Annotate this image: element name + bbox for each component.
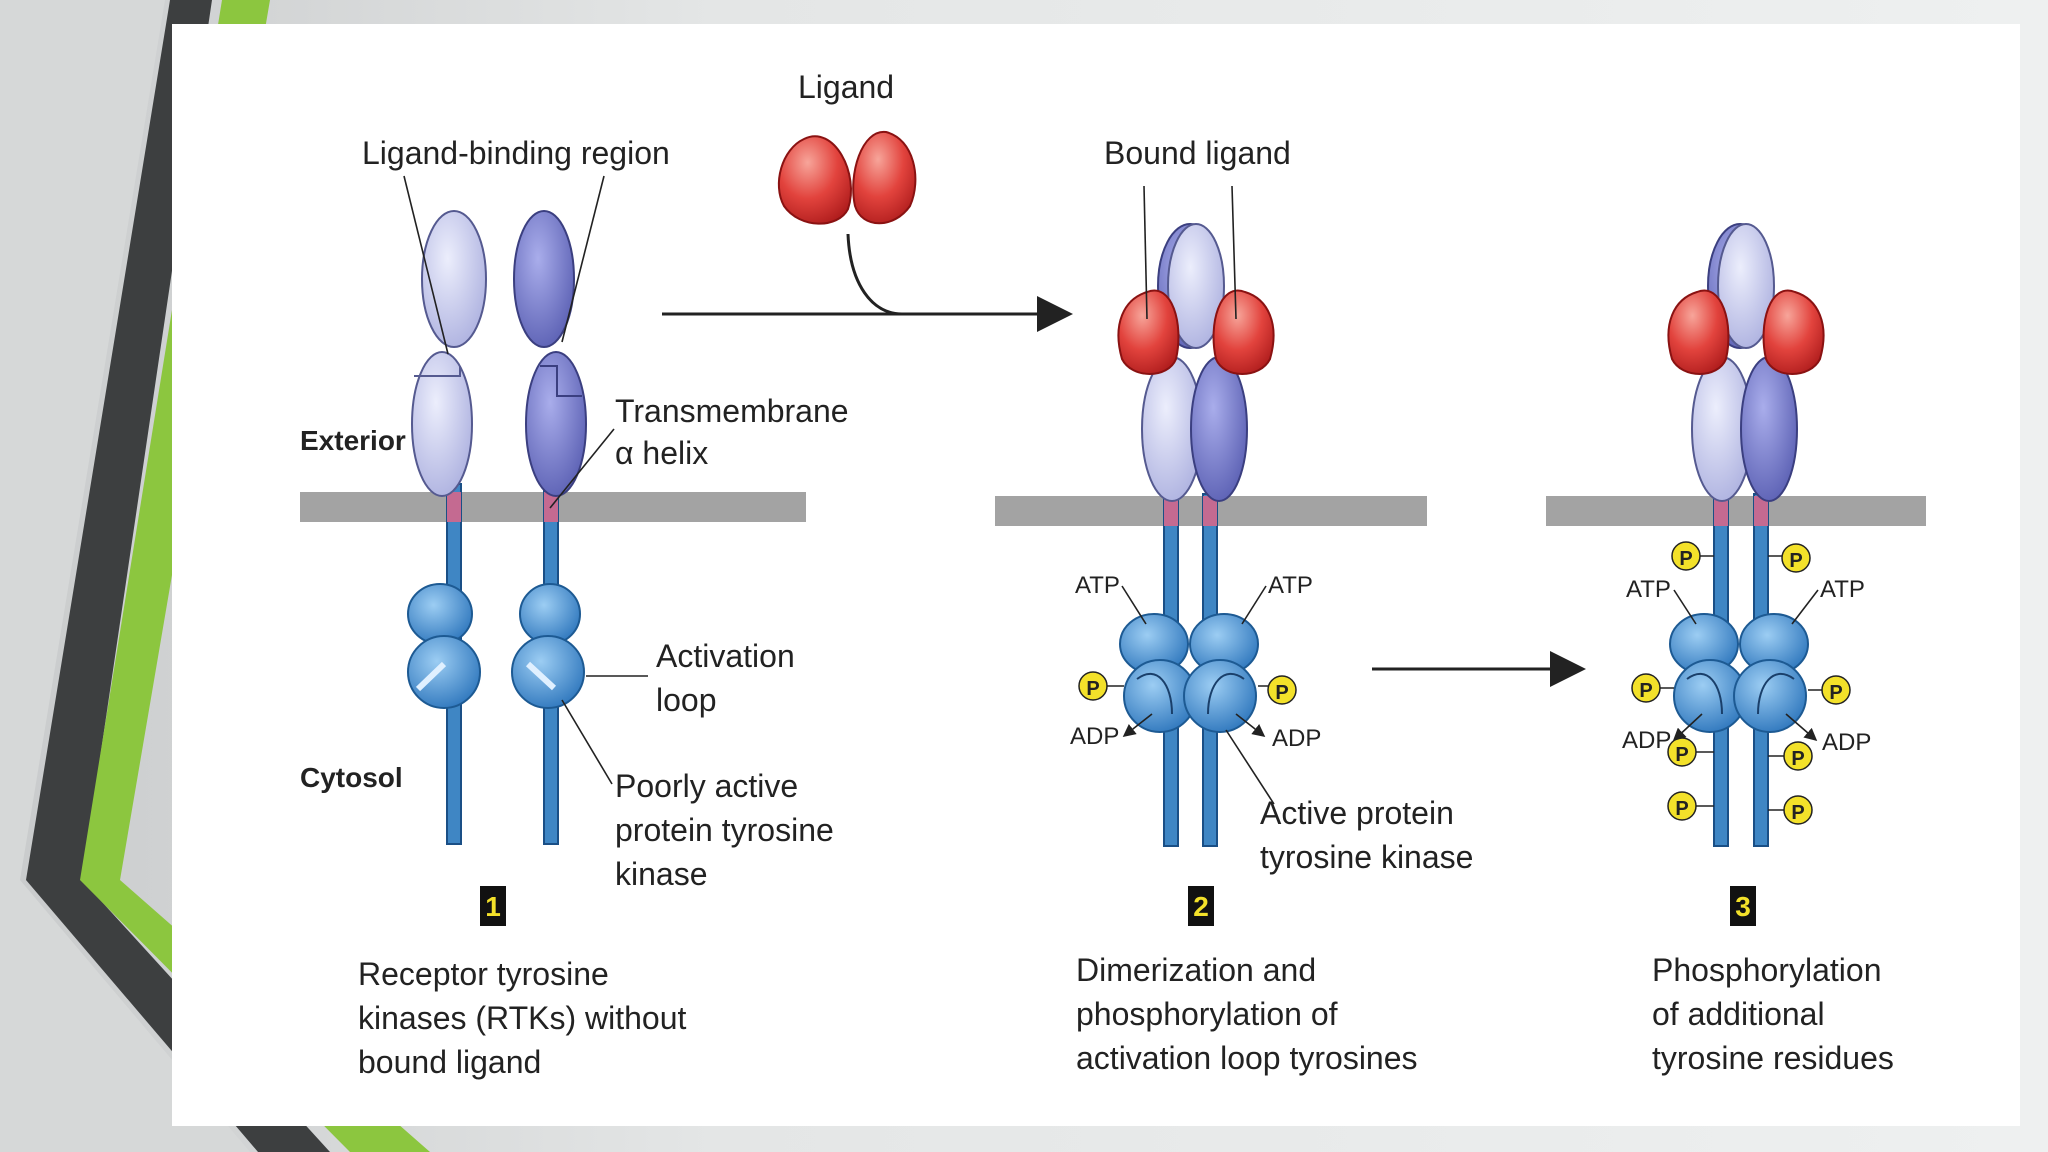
label-poorly-3: kinase: [615, 856, 708, 892]
label-ligand-binding-region: Ligand-binding region: [362, 135, 670, 171]
label-adp: ADP: [1272, 725, 1321, 752]
phosphate-circle: [1078, 671, 1108, 701]
label-adp: ADP: [1622, 727, 1671, 754]
label-poorly-2: protein tyrosine: [615, 812, 834, 848]
slide-content: Ligand-binding region Exterior Cytosol T…: [172, 24, 2020, 1126]
phosphate-label: P: [1086, 678, 1099, 700]
step-number-3: 3: [1735, 891, 1751, 922]
label-adp: ADP: [1070, 723, 1119, 750]
step-number-1: 1: [485, 891, 501, 922]
panel-1: Ligand-binding region Exterior Cytosol T…: [300, 135, 849, 1080]
label-atp: ATP: [1268, 572, 1313, 599]
phosphate-circle: [1267, 675, 1297, 705]
label-atp: ATP: [1626, 576, 1671, 603]
step-2-line-2: phosphorylation of: [1076, 996, 1338, 1032]
rtk-diagram: Ligand-binding region Exterior Cytosol T…: [300, 69, 1926, 1080]
phosphate-label: P: [1791, 802, 1804, 824]
step-3-line-2: of additional: [1652, 996, 1825, 1032]
step-3-line-3: tyrosine residues: [1652, 1040, 1894, 1076]
label-ligand: Ligand: [798, 69, 894, 105]
light-stripe: [0, 0, 250, 1152]
label-transmembrane-2: α helix: [615, 435, 708, 471]
phosphate-label: P: [1639, 680, 1652, 702]
step-1-line-2: kinases (RTKs) without: [358, 1000, 687, 1036]
label-poorly-1: Poorly active: [615, 768, 798, 804]
ligand-binding-curve: [846, 233, 903, 316]
step-3-line-1: Phosphorylation: [1652, 952, 1881, 988]
phosphate-label: P: [1275, 682, 1288, 704]
panel-2: Bound ligand P P ATP ATP ADP ADP Active …: [1070, 135, 1473, 1076]
panel-3: P P P P P P P P ATP ATP ADP ADP 3 Phosph…: [1622, 223, 1894, 1076]
label-atp: ATP: [1075, 572, 1120, 599]
step-1-line-3: bound ligand: [358, 1044, 541, 1080]
phosphate-label: P: [1789, 550, 1802, 572]
phosphate-label: P: [1679, 548, 1692, 570]
step-2-line-3: activation loop tyrosines: [1076, 1040, 1418, 1076]
label-transmembrane-1: Transmembrane: [615, 393, 849, 429]
step-badge-2: [1188, 886, 1214, 926]
ligand-free: Ligand: [777, 69, 917, 225]
label-active-kinase-1: Active protein: [1260, 795, 1454, 831]
step-badge-3: [1730, 886, 1756, 926]
phosphate-group: P P P P P P P P: [1631, 541, 1851, 825]
label-cytosol: Cytosol: [300, 762, 403, 793]
label-adp: ADP: [1822, 729, 1871, 756]
step-1-line-1: Receptor tyrosine: [358, 956, 609, 992]
label-exterior: Exterior: [300, 425, 406, 456]
label-activation-1: Activation: [656, 638, 795, 674]
step-badge-1: [480, 886, 506, 926]
phosphate-label: P: [1829, 682, 1842, 704]
step-2-line-1: Dimerization and: [1076, 952, 1316, 988]
label-activation-2: loop: [656, 682, 717, 718]
green-stripe: [80, 0, 430, 1152]
label-atp: ATP: [1820, 576, 1865, 603]
phosphate-label: P: [1675, 798, 1688, 820]
phosphate-label: P: [1791, 748, 1804, 770]
membrane-3: [1546, 496, 1926, 526]
phosphate-label: P: [1675, 744, 1688, 766]
step-number-2: 2: [1193, 891, 1209, 922]
label-active-kinase-2: tyrosine kinase: [1260, 839, 1473, 875]
dark-stripe: [26, 0, 330, 1152]
label-bound-ligand: Bound ligand: [1104, 135, 1291, 171]
